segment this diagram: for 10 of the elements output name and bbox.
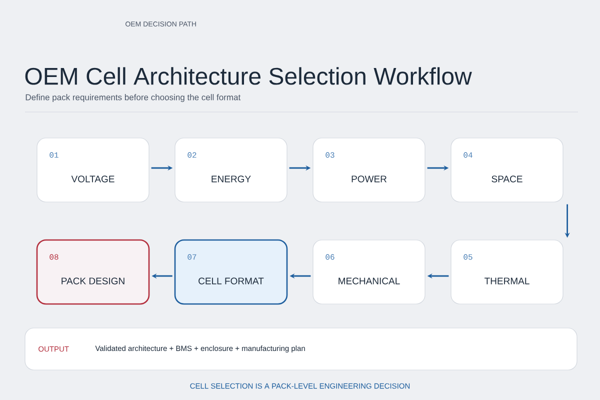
step-box: 03 POWER — [312, 138, 426, 202]
title: OEM Cell Architecture Selection Workflow — [25, 67, 472, 85]
step-box: 02 ENERGY — [174, 138, 288, 202]
step-box: 06 MECHANICAL — [312, 240, 426, 304]
step-box: 05 THERMAL — [450, 240, 564, 304]
subtitle: Define pack requirements before choosing the cell format — [26, 94, 241, 102]
step-box: 07 CELL FORMAT — [174, 239, 288, 305]
step-box: 08 PACK DESIGN — [36, 239, 150, 305]
step-box: 04 SPACE — [450, 138, 564, 202]
step-box: 01 VOLTAGE — [36, 138, 150, 202]
